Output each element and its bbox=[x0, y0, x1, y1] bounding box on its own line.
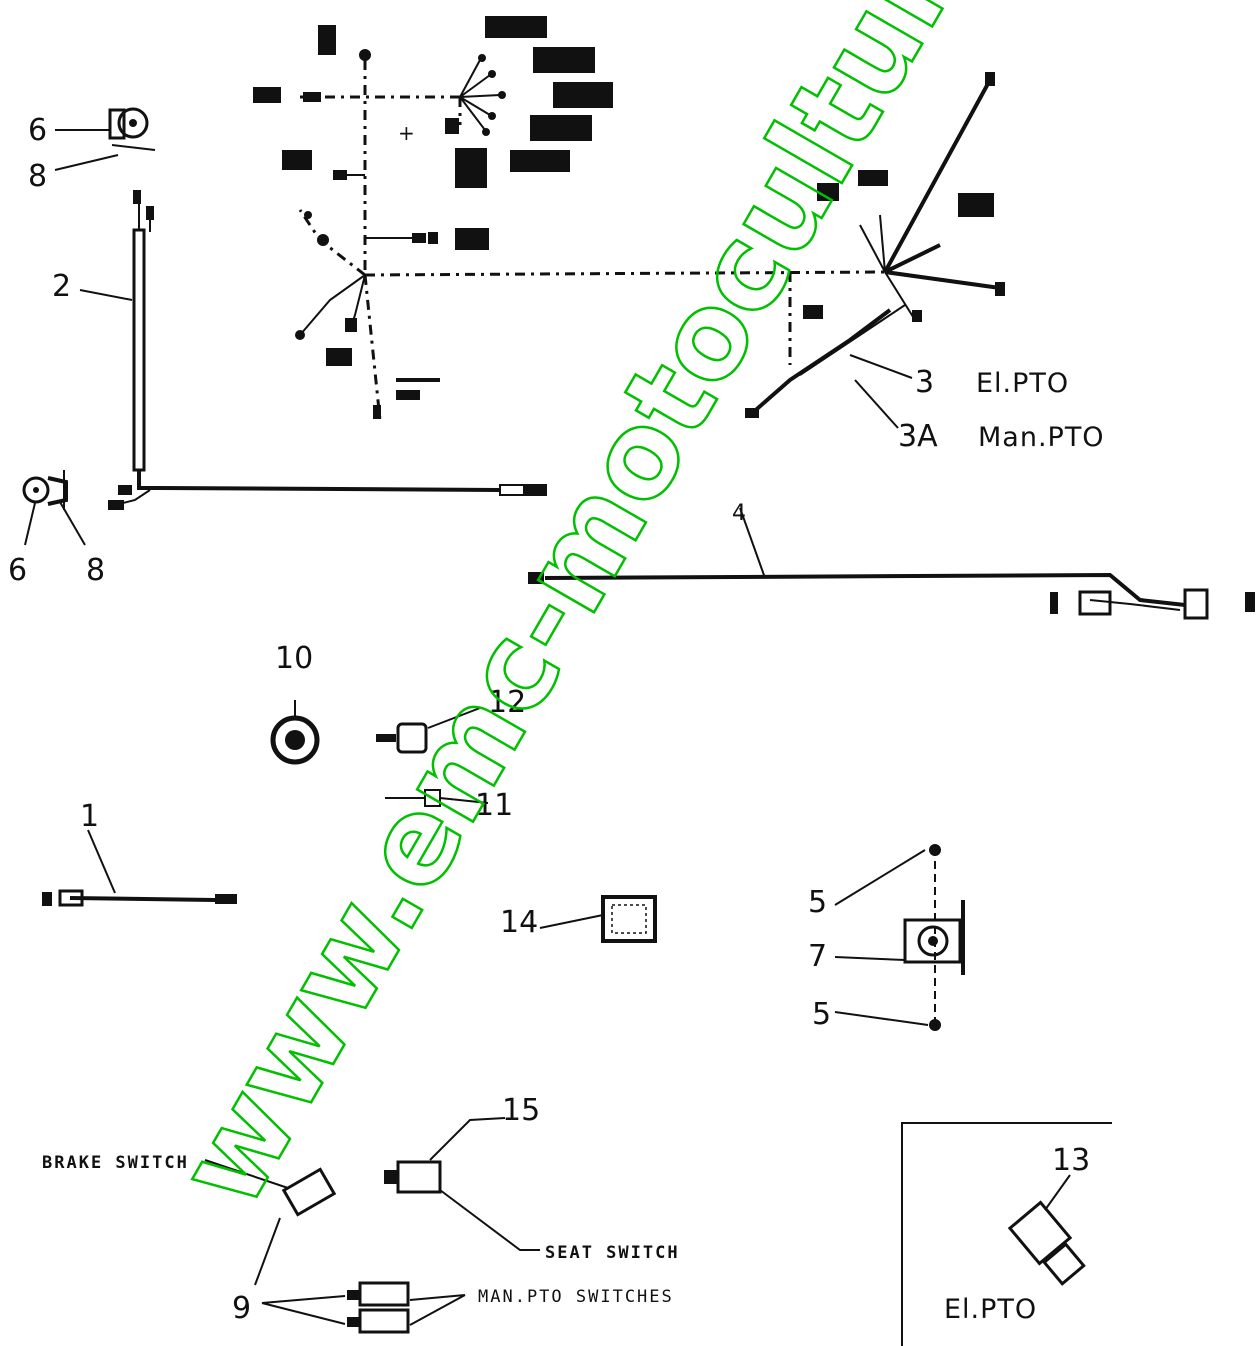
brake-switch bbox=[204, 1159, 337, 1286]
seat-switch-15 bbox=[384, 1117, 540, 1251]
label-15: 15 bbox=[502, 1093, 540, 1128]
label-5-top: 5 bbox=[808, 885, 827, 920]
label-3-desc: El.PTO bbox=[976, 368, 1069, 399]
label-6-bottom: 6 bbox=[8, 553, 27, 588]
label-10: 10 bbox=[275, 641, 313, 676]
key-11 bbox=[385, 789, 489, 807]
label-11: 11 bbox=[475, 788, 513, 823]
label-brake-switch: BRAKE SWITCH bbox=[42, 1153, 189, 1173]
label-4: 4 bbox=[732, 501, 746, 526]
inset-el-pto bbox=[901, 1122, 1112, 1346]
label-man-pto-switches: MAN.PTO SWITCHES bbox=[478, 1287, 674, 1307]
label-5-bottom: 5 bbox=[812, 997, 831, 1032]
label-1: 1 bbox=[80, 799, 99, 834]
label-8-top: 8 bbox=[28, 159, 47, 194]
pto-harness bbox=[745, 72, 1005, 429]
label-14: 14 bbox=[500, 905, 538, 940]
relay-14 bbox=[539, 895, 657, 943]
label-13: 13 bbox=[1052, 1143, 1090, 1178]
harness-2 bbox=[79, 190, 547, 510]
socket-assembly-7 bbox=[834, 844, 965, 1031]
svg-text:+: + bbox=[398, 121, 415, 145]
label-2: 2 bbox=[52, 269, 71, 304]
man-pto-switches bbox=[261, 1281, 466, 1334]
lamp-bottom bbox=[22, 470, 86, 546]
watermark: www.emc-motoculture.com bbox=[151, 0, 1180, 1229]
ignition-switch-12 bbox=[376, 707, 481, 754]
label-seat-switch: SEAT SWITCH bbox=[545, 1243, 680, 1263]
label-8-bottom: 8 bbox=[86, 553, 105, 588]
main-harness: + bbox=[253, 16, 886, 421]
inset-title: El.PTO bbox=[944, 1294, 1037, 1325]
harness-4 bbox=[528, 507, 1255, 620]
socket-10 bbox=[270, 700, 320, 765]
cable-1 bbox=[42, 829, 237, 907]
label-12: 12 bbox=[488, 685, 526, 720]
label-3a-desc: Man.PTO bbox=[978, 422, 1105, 453]
label-3a: 3A bbox=[898, 419, 938, 454]
label-6-top: 6 bbox=[28, 113, 47, 148]
label-3: 3 bbox=[915, 365, 934, 400]
lamp-top bbox=[54, 107, 156, 171]
label-9: 9 bbox=[232, 1291, 251, 1326]
label-7: 7 bbox=[808, 939, 827, 974]
